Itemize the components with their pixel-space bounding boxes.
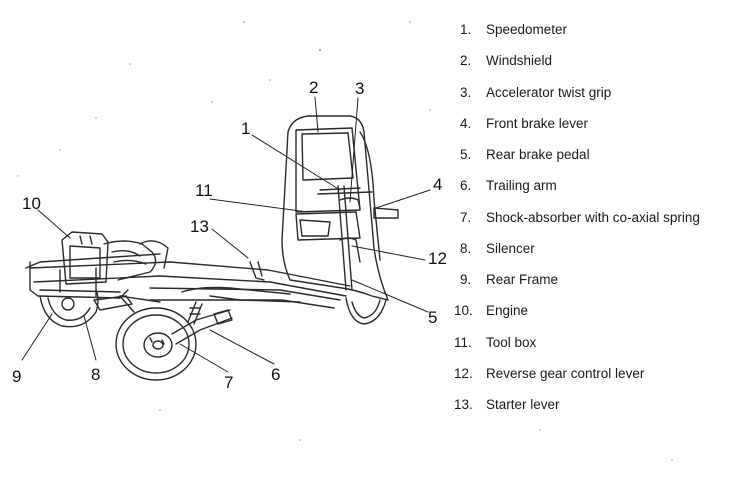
callout-7: 7 [224, 373, 234, 392]
middle-wheel [115, 307, 197, 381]
callout-5: 5 [428, 308, 438, 327]
legend-item-speedometer: 1. Speedometer [460, 23, 567, 37]
silencer [93, 295, 135, 313]
legend-text: Windshield [486, 53, 553, 68]
callout-2: 2 [309, 78, 319, 97]
legend-item-engine: 10. Engine [454, 304, 528, 318]
callout-1: 1 [241, 119, 251, 138]
rear-wheel [39, 289, 99, 328]
legend-text: Rear Frame [486, 272, 559, 287]
legend-number: 4. [460, 116, 472, 131]
legend-item-reverse-gear: 12. Reverse gear control lever [454, 367, 644, 381]
legend-text: Tool box [486, 335, 537, 350]
legend-text: Trailing arm [486, 178, 557, 193]
legend-item-rear-brake: 5. Rear brake pedal [460, 148, 590, 162]
legend-item-starter-lever: 13. Starter lever [454, 398, 560, 412]
front-wheel [345, 297, 387, 325]
steering-column [317, 185, 373, 291]
legend-text: Rear brake pedal [486, 147, 590, 162]
scan-noise [17, 21, 673, 461]
trailing-arm [171, 301, 233, 345]
cab-body [281, 115, 399, 301]
callout-13: 13 [190, 217, 209, 236]
legend-number: 11. [454, 335, 472, 350]
legend-text: Engine [486, 303, 529, 318]
callout-3: 3 [355, 79, 365, 98]
legend-number: 3. [460, 85, 472, 100]
legend-text: Starter lever [486, 397, 560, 412]
legend-number: 13. [454, 397, 473, 412]
legend-number: 10. [454, 303, 473, 318]
callout-10: 10 [22, 194, 41, 213]
legend-number: 6. [460, 178, 472, 193]
legend-text: Front brake lever [486, 116, 589, 131]
legend-number: 12. [454, 366, 473, 381]
starter-lever [249, 261, 265, 281]
legend-number: 5. [460, 147, 472, 162]
callout-11: 11 [195, 181, 213, 200]
legend-number: 9. [460, 272, 472, 287]
legend-item-trailing-arm: 6. Trailing arm [460, 179, 557, 193]
callout-4: 4 [433, 175, 443, 194]
legend-item-shock-absorber: 7. Shock-absorber with co-axial spring [460, 211, 700, 225]
legend-text: Speedometer [486, 22, 568, 37]
legend-text: Reverse gear control lever [486, 366, 645, 381]
legend-item-windshield: 2. Windshield [460, 54, 552, 68]
leader-lines [21, 96, 431, 373]
legend-number: 8. [460, 241, 472, 256]
legend-text: Silencer [486, 241, 535, 256]
callout-12: 12 [428, 249, 447, 268]
legend-item-accelerator: 3. Accelerator twist grip [460, 86, 611, 100]
callout-9: 9 [12, 367, 22, 386]
legend-text: Shock-absorber with co-axial spring [486, 210, 700, 225]
legend-number: 1. [460, 22, 472, 37]
legend-item-tool-box: 11. Tool box [454, 336, 536, 350]
legend-text: Accelerator twist grip [486, 85, 612, 100]
callout-6: 6 [271, 365, 281, 384]
legend-number: 7. [460, 210, 472, 225]
frame-rails [29, 261, 351, 309]
legend-number: 2. [460, 53, 472, 68]
legend-item-rear-frame: 9. Rear Frame [460, 273, 558, 287]
legend-item-front-brake: 4. Front brake lever [460, 117, 588, 131]
callout-8: 8 [91, 365, 101, 384]
legend-item-silencer: 8. Silencer [460, 242, 535, 256]
engine-block [61, 231, 169, 285]
